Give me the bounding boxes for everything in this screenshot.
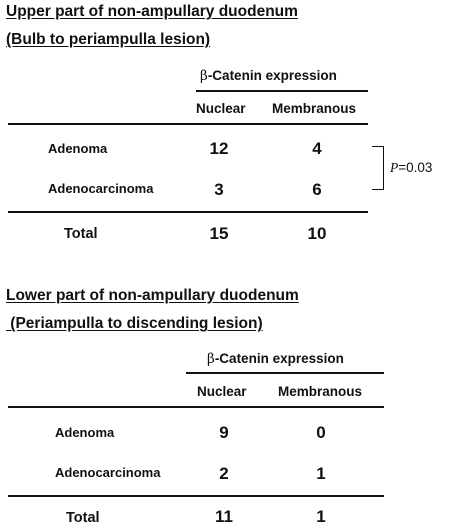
table2-row-label: Adenoma: [55, 425, 115, 440]
table2-row-label: Adenocarcinoma: [55, 465, 161, 480]
table2-group-header-text: -Catenin expression: [214, 351, 344, 366]
table2-cell-membranous: 1: [316, 464, 326, 483]
table1-total-nuclear: 15: [209, 224, 229, 243]
table1-cell-membranous: 6: [312, 180, 322, 199]
table1-title-line1: Upper part of non-ampullary duodenum: [6, 3, 298, 20]
table1-group-header: β-Catenin expression: [200, 68, 337, 84]
table2-header-rule: [186, 372, 384, 374]
table2-total-membranous: 1: [316, 507, 326, 526]
p-value: =0.03: [398, 160, 433, 175]
table2-cell-nuclear: 2: [219, 464, 229, 483]
table1-total-label: Total: [64, 226, 98, 242]
table1-cell-membranous: 4: [312, 139, 322, 158]
table1-total-membranous: 10: [307, 224, 327, 243]
table2-group-header: β-Catenin expression: [207, 351, 344, 367]
table1-cell-nuclear: 12: [209, 139, 229, 158]
table1-row-label: Adenocarcinoma: [48, 181, 154, 196]
table2-total-nuclear: 11: [215, 507, 233, 526]
p-italic: P: [390, 160, 399, 175]
table2-title-line2: (Periampulla to discending lesion): [6, 315, 263, 332]
table1-group-header-text: -Catenin expression: [207, 68, 337, 83]
p-value-label: P=0.03: [390, 160, 432, 176]
table1-header-rule: [196, 90, 368, 92]
table2-top-rule: [8, 406, 384, 408]
table2-cell-nuclear: 9: [219, 423, 229, 442]
table1-bottom-rule: [8, 211, 368, 213]
table1-row-label: Adenoma: [48, 141, 108, 156]
table2-total-label: Total: [66, 510, 100, 526]
table1-title-line2: (Bulb to periampulla lesion): [6, 31, 211, 48]
table2-col-membranous: Membranous: [278, 384, 363, 399]
table2-col-nuclear: Nuclear: [197, 384, 247, 399]
beta-symbol: β: [207, 351, 215, 367]
table1-col-membranous: Membranous: [272, 101, 357, 116]
table2-bottom-rule: [8, 495, 384, 497]
significance-bracket: [372, 146, 384, 190]
table1-col-nuclear: Nuclear: [196, 101, 246, 116]
beta-symbol: β: [200, 68, 208, 84]
table1-top-rule: [8, 123, 368, 125]
table1-cell-nuclear: 3: [214, 180, 224, 199]
table2-cell-membranous: 0: [316, 423, 326, 442]
table2-title-line1: Lower part of non-ampullary duodenum: [6, 287, 299, 304]
